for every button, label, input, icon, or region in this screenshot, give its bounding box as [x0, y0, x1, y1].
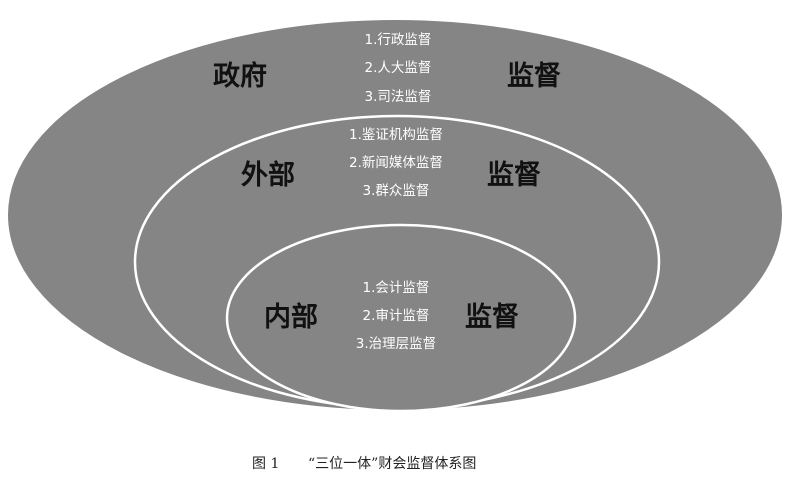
outer-right-label: 监督 [507, 61, 561, 92]
inner-item-3: 3.治理层监督 [356, 336, 436, 352]
outer-item-3: 3.司法监督 [365, 89, 432, 105]
inner-right-label: 监督 [465, 302, 519, 333]
figure-caption: “三位一体”财会监督体系图 [308, 456, 476, 472]
outer-item-1: 1.行政监督 [365, 32, 432, 48]
figure-number: 图 1 [252, 456, 279, 472]
middle-right-label: 监督 [487, 160, 541, 191]
outer-item-2: 2.人大监督 [365, 60, 432, 76]
inner-item-1: 1.会计监督 [363, 280, 430, 296]
inner-left-label: 内部 [264, 301, 318, 333]
outer-left-label: 政府 [213, 60, 267, 92]
middle-item-2: 2.新闻媒体监督 [349, 155, 443, 171]
middle-item-3: 3.群众监督 [363, 183, 430, 199]
inner-ellipse-internal [225, 223, 577, 413]
inner-item-2: 2.审计监督 [363, 308, 430, 324]
middle-left-label: 外部 [241, 159, 295, 191]
middle-item-1: 1.鉴证机构监督 [349, 127, 443, 143]
